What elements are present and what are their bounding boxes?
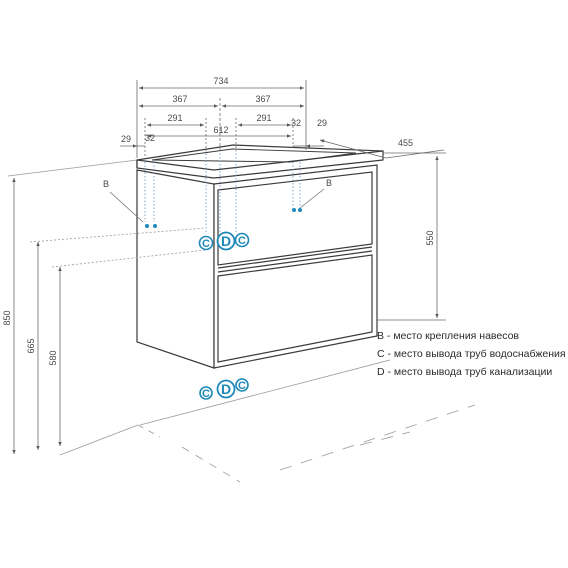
hinge-point-left bbox=[145, 224, 149, 228]
vanity-cabinet bbox=[136, 144, 384, 369]
dimension-lines-top bbox=[120, 80, 324, 158]
legend-item-c: C - место вывода труб водоснабжения bbox=[377, 348, 566, 360]
floor-outlet-c-right: C bbox=[238, 380, 246, 392]
hinge-point-right-2 bbox=[298, 208, 302, 212]
wall-outlet-c-right: C bbox=[238, 235, 246, 247]
dimension-heights-left bbox=[12, 178, 206, 454]
dim-hinge-right: 291 bbox=[256, 113, 271, 123]
dim-cabinet-height: 550 bbox=[425, 230, 435, 245]
floor-pipe-outlets: C D C bbox=[199, 378, 249, 400]
dim-edge-left: 29 bbox=[121, 134, 131, 144]
dim-half-left: 367 bbox=[172, 94, 187, 104]
hinge-label-right: B bbox=[326, 178, 332, 188]
wall-pipe-outlets: C D C bbox=[198, 150, 250, 251]
dim-half-right: 367 bbox=[255, 94, 270, 104]
dim-edge-right: 29 bbox=[317, 118, 327, 128]
dim-width-total: 734 bbox=[213, 76, 228, 86]
floor-outlet-d: D bbox=[221, 381, 231, 397]
wall-outlet-c-left: C bbox=[202, 238, 210, 250]
legend: B - место крепления навесов C - место вы… bbox=[377, 330, 566, 378]
sink-basin bbox=[151, 148, 357, 163]
hinge-marker-right: B bbox=[292, 162, 332, 212]
dimension-depth bbox=[319, 139, 445, 159]
legend-item-d: D - место вывода труб канализации bbox=[377, 366, 552, 378]
dim-pipe-offset-left: 32 bbox=[145, 133, 155, 143]
wall-guides bbox=[7, 159, 476, 483]
dim-pipe-offset-right: 32 bbox=[291, 118, 301, 128]
dim-pipe-height-low: 580 bbox=[48, 350, 58, 365]
floor-outlet-c-left: C bbox=[202, 388, 210, 400]
lower-drawer bbox=[217, 254, 373, 363]
legend-item-b: B - место крепления навесов bbox=[377, 330, 519, 342]
hinge-label-left: B bbox=[103, 179, 109, 189]
cabinet-side bbox=[136, 169, 215, 369]
dim-depth: 455 bbox=[398, 138, 413, 148]
dim-pipe-height-high: 665 bbox=[26, 338, 36, 353]
dim-inner-span: 612 bbox=[213, 125, 228, 135]
drawer-gap bbox=[217, 246, 373, 269]
hinge-point-left-2 bbox=[153, 224, 157, 228]
hinge-point-right bbox=[292, 208, 296, 212]
hinge-marker-left: B bbox=[103, 162, 157, 228]
dim-hinge-left: 291 bbox=[167, 113, 182, 123]
dimension-cabinet-height bbox=[377, 152, 446, 321]
wall-outlet-d: D bbox=[221, 233, 231, 249]
dim-total-height: 850 bbox=[2, 310, 12, 325]
dimension-labels-top: 734 367 367 291 291 612 32 32 29 29 bbox=[121, 76, 327, 144]
